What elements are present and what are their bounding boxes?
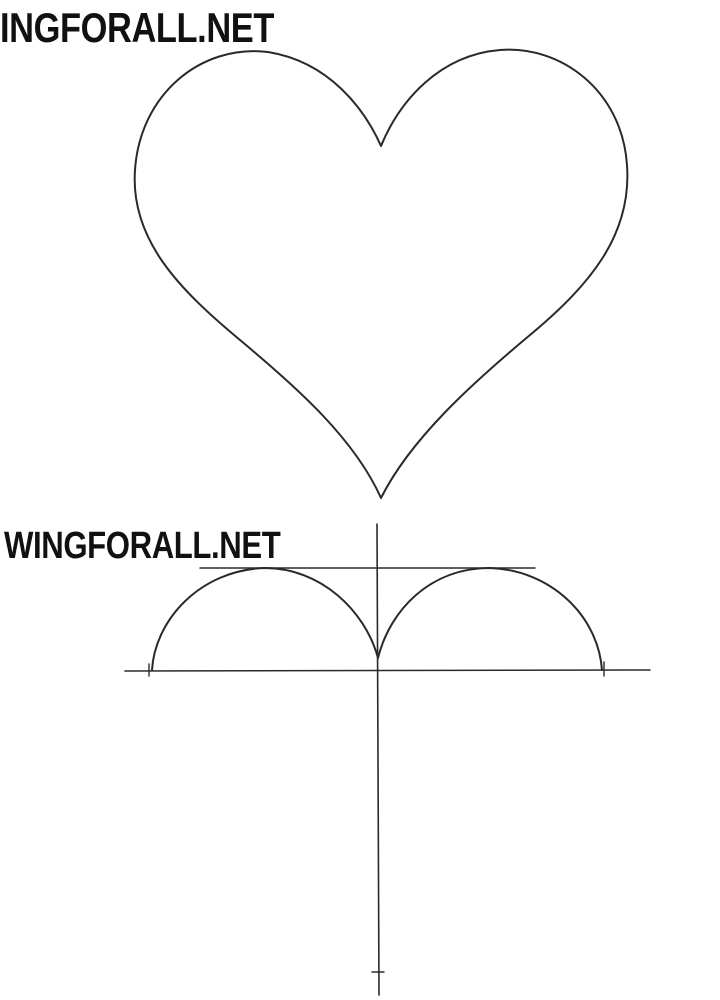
- step-finished-heart: INGFORALL.NET: [0, 4, 629, 499]
- right-arc: [377, 567, 603, 671]
- construction-drawing: [124, 523, 651, 996]
- heart-drawing: [133, 48, 629, 499]
- center-axis-line: [376, 523, 380, 996]
- heart-outline: [133, 48, 629, 499]
- step-construction: WINGFORALL.NET: [0, 510, 720, 1000]
- watermark-top: INGFORALL.NET: [0, 4, 274, 51]
- watermark-bottom: WINGFORALL.NET: [4, 525, 281, 567]
- baseline: [124, 669, 651, 672]
- left-arc: [151, 567, 379, 671]
